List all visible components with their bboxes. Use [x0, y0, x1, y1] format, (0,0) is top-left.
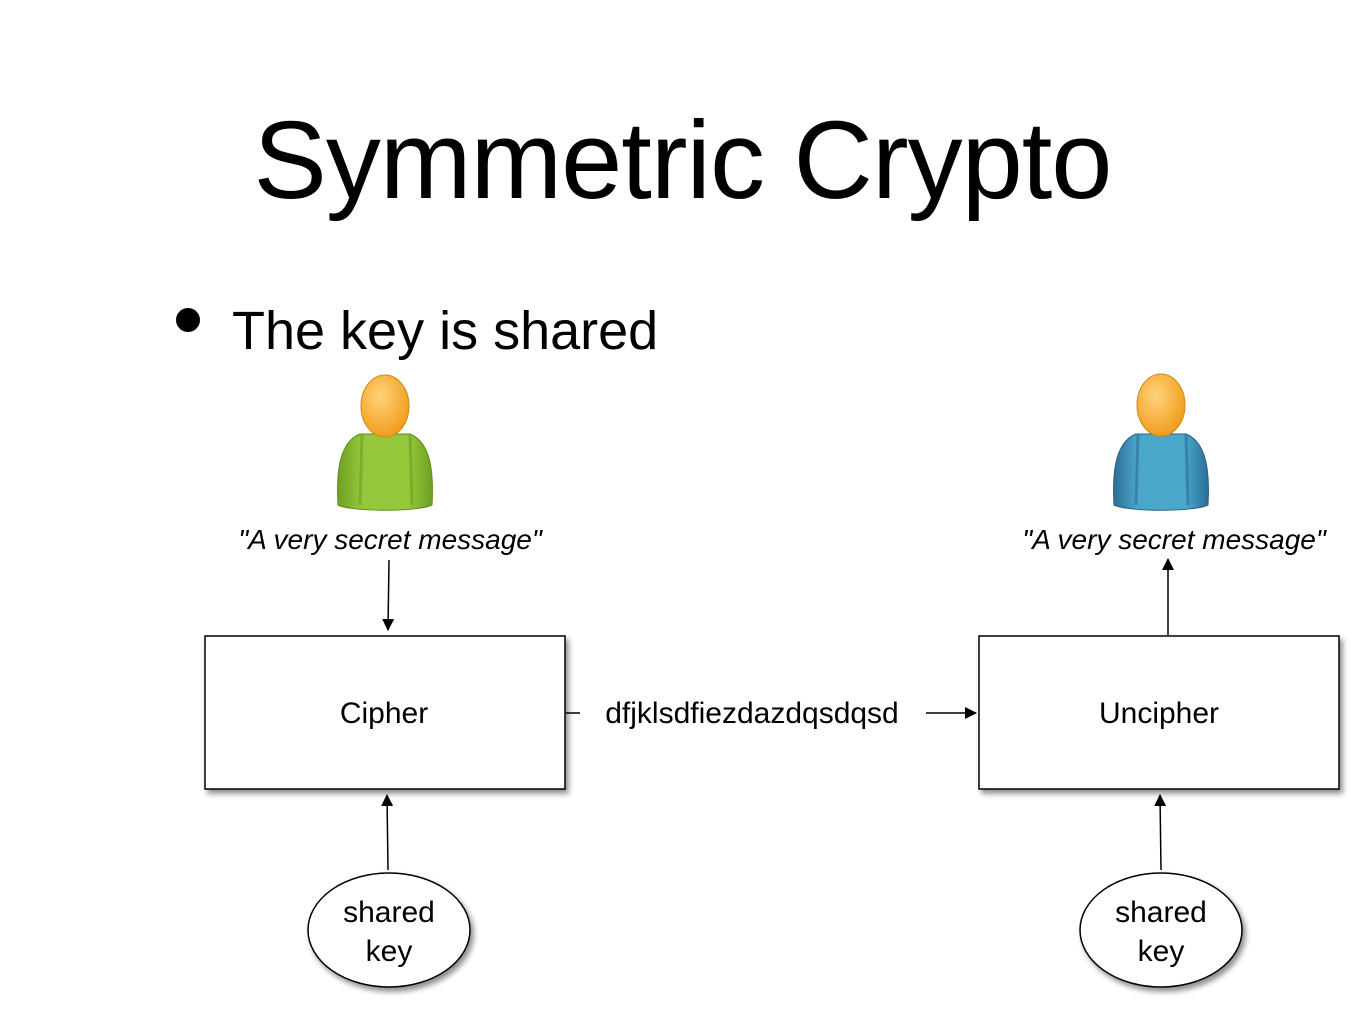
- cipher-box: Cipher: [204, 635, 566, 790]
- slide-title: Symmetric Crypto: [253, 99, 1113, 222]
- ciphertext-label: dfjklsdfiezdazdqsdqsd: [605, 697, 899, 730]
- sender-message: "A very secret message": [238, 524, 543, 555]
- receiver-person-icon: [1113, 373, 1209, 511]
- receiver-key-line1: shared: [1115, 896, 1207, 929]
- sender-person-icon: [337, 374, 433, 511]
- cipher-label: Cipher: [340, 697, 428, 730]
- sender-key-line2: key: [366, 935, 413, 968]
- bullet-text: The key is shared: [232, 301, 659, 361]
- uncipher-label: Uncipher: [1099, 697, 1219, 730]
- uncipher-box: Uncipher: [978, 635, 1340, 790]
- sender-shared-key: shared key: [307, 872, 471, 988]
- receiver-message: "A very secret message": [1022, 524, 1327, 555]
- sender-key-line1: shared: [343, 896, 435, 929]
- receiver-key-line2: key: [1138, 935, 1185, 968]
- message-to-cipher-arrow: [382, 559, 395, 631]
- bullet-dot-icon: [176, 308, 200, 332]
- key-to-cipher-arrow: [381, 794, 394, 871]
- receiver-shared-key: shared key: [1079, 872, 1243, 988]
- key-to-uncipher-arrow: [1154, 794, 1167, 871]
